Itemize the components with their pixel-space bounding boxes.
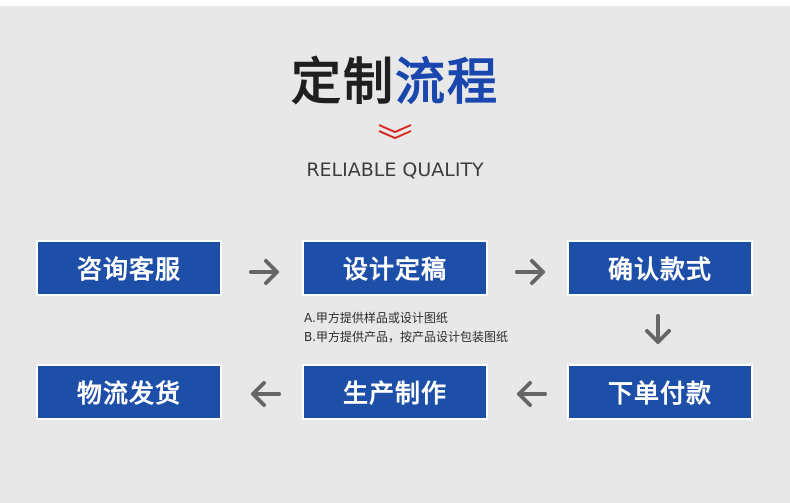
step-place-order-payment: 下单付款: [567, 364, 753, 420]
subtitle: RELIABLE QUALITY: [306, 159, 484, 181]
step-logistics-shipping: 物流发货: [36, 364, 222, 420]
arrow-right-icon: [249, 259, 279, 285]
step-design-finalize: 设计定稿: [302, 240, 488, 296]
chevron-down-icon: [378, 124, 412, 140]
title-part-blue: 流程: [395, 53, 499, 111]
step-label: 咨询客服: [76, 255, 181, 284]
page-title: 定制流程: [0, 46, 790, 118]
arrow-right-icon: [515, 259, 545, 285]
step-consult-service: 咨询客服: [36, 240, 222, 296]
step-confirm-style: 确认款式: [567, 240, 753, 296]
step-production: 生产制作: [302, 364, 488, 420]
design-notes: A.甲方提供样品或设计图纸 B.甲方提供产品，按产品设计包装图纸: [304, 309, 508, 347]
step-label: 下单付款: [607, 379, 712, 408]
title-part-dark: 定制: [291, 53, 395, 111]
arrow-down-icon: [645, 314, 671, 344]
note-b: B.甲方提供产品，按产品设计包装图纸: [304, 330, 509, 344]
arrow-left-icon: [251, 381, 281, 407]
arrow-left-icon: [517, 381, 547, 407]
step-label: 设计定稿: [342, 255, 447, 284]
note-a: A.甲方提供样品或设计图纸: [304, 311, 448, 325]
step-label: 生产制作: [342, 379, 447, 408]
step-label: 确认款式: [607, 255, 712, 284]
step-label: 物流发货: [76, 379, 181, 408]
top-band: [0, 0, 790, 6]
